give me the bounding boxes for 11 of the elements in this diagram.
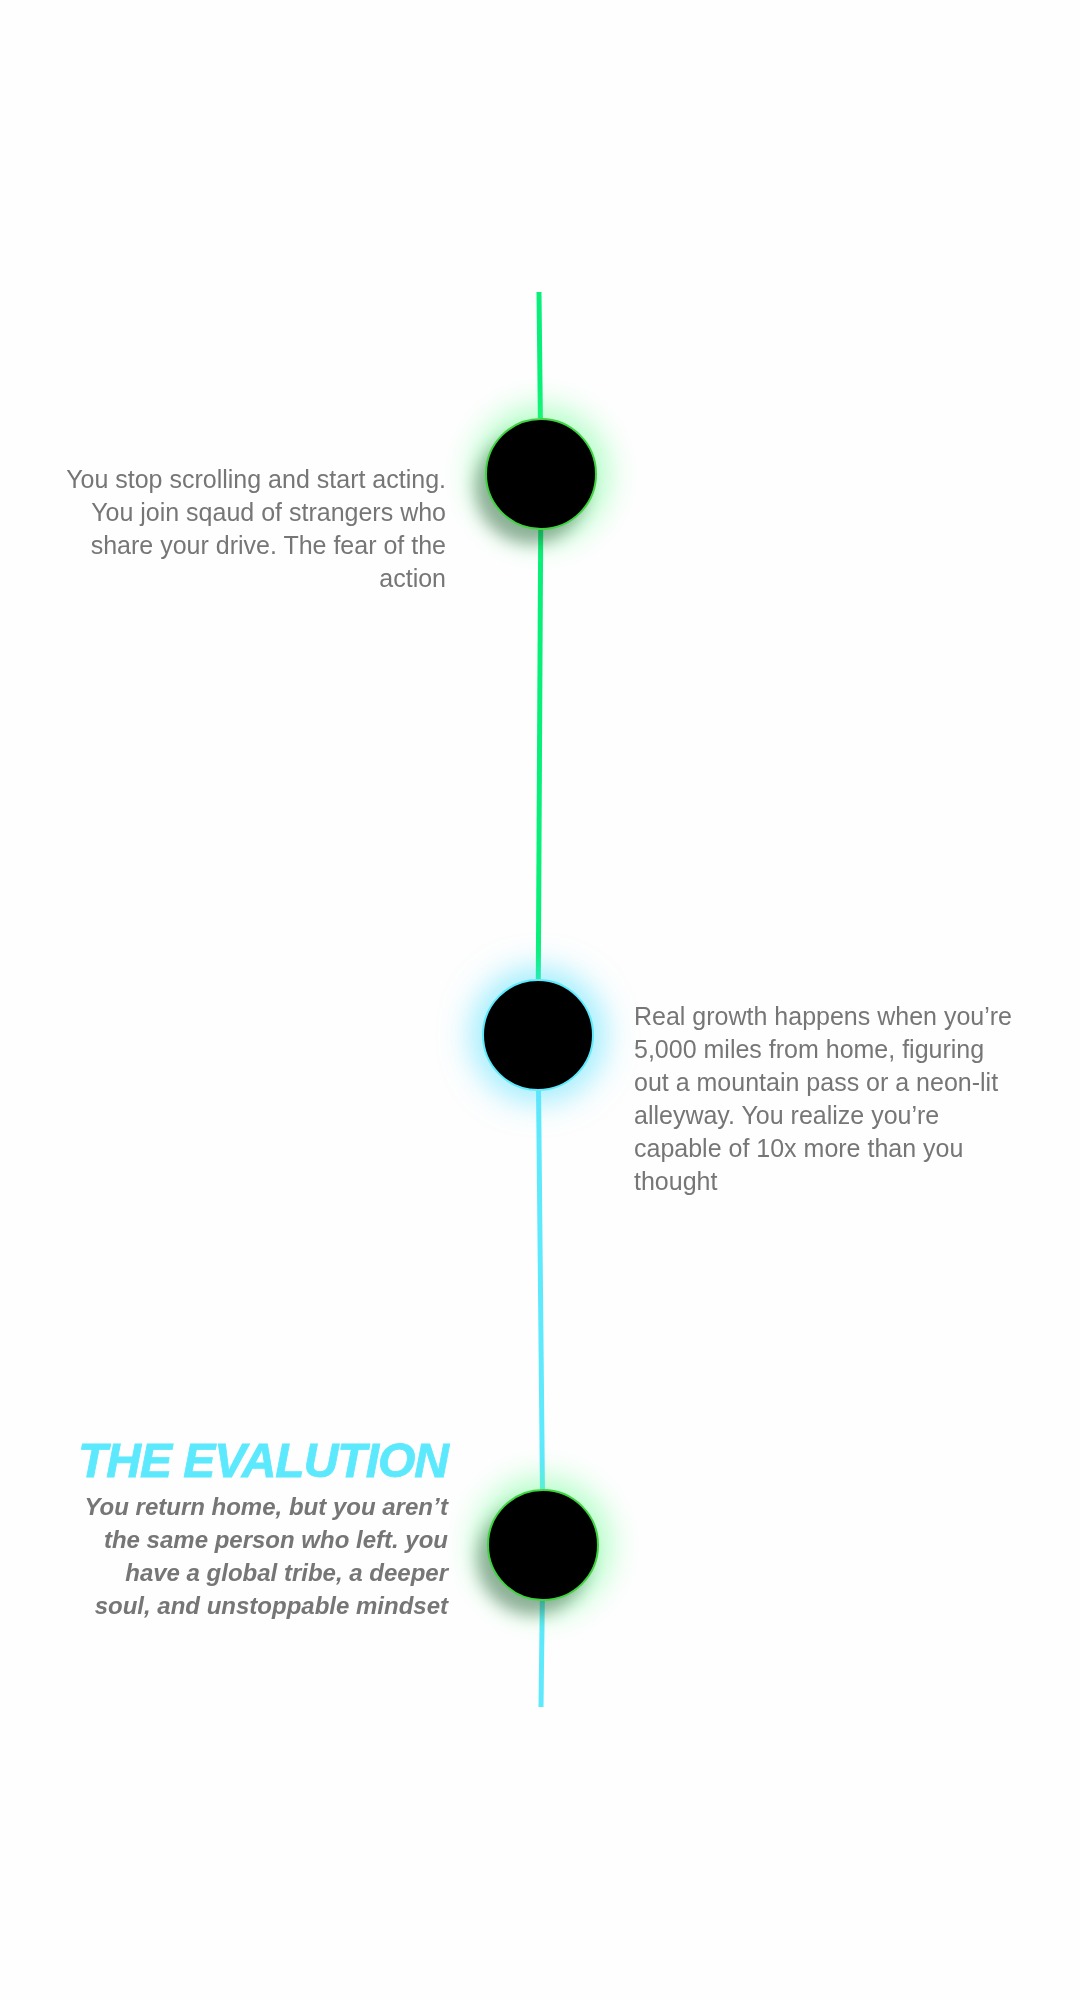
timeline-line bbox=[535, 530, 544, 979]
step-description: You stop scrolling and start acting. You join sqaud of strangers who share your drive. The fear of the action bbox=[65, 464, 446, 594]
timeline-dot bbox=[482, 979, 594, 1091]
step-heading: THE EVALUTION bbox=[76, 1435, 448, 1487]
timeline-line bbox=[536, 291, 543, 419]
step-description: Real growth happens when you’re 5,000 miles from home, figuring out a mountain pass or a neon-lit alleyway. You realize you’re capable of 10x more than you thought bbox=[634, 1001, 1013, 1197]
timeline-line bbox=[538, 1600, 545, 1708]
timeline-dot bbox=[485, 418, 597, 530]
timeline-dot bbox=[487, 1489, 599, 1601]
step-description: You return home, but you aren’t the same person who left. you have a global tribe, a deeper soul, and unstoppable mindset bbox=[83, 1492, 448, 1621]
timeline-line bbox=[536, 1090, 545, 1490]
